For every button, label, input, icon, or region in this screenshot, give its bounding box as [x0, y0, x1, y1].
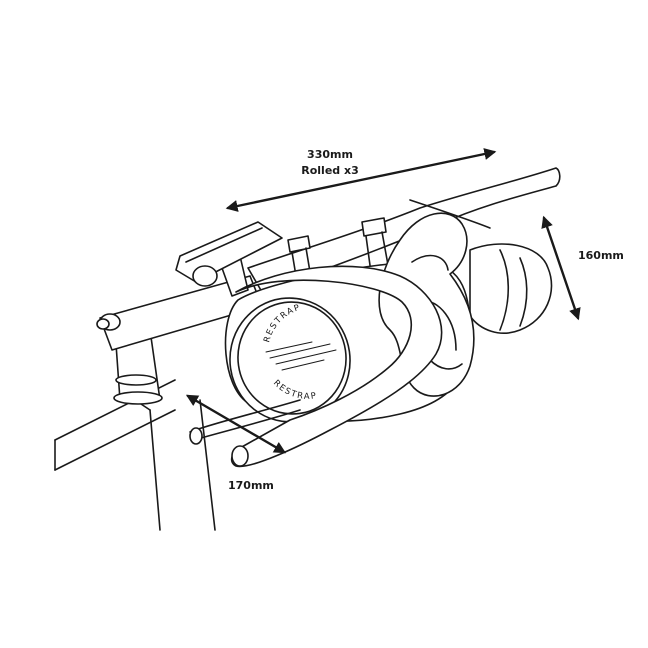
- dimension-depth: 170mm: [185, 394, 287, 492]
- computer-mount: [175, 221, 283, 297]
- dimension-height: 160mm: [541, 215, 624, 321]
- dimension-length: 330mm Rolled x3: [225, 148, 497, 212]
- dimension-height-label: 160mm: [578, 249, 624, 262]
- dimension-length-label: 330mm: [307, 148, 353, 161]
- bike-frame: [54, 329, 216, 531]
- stem: [96, 275, 263, 351]
- dimension-length-sublabel: Rolled x3: [301, 164, 358, 177]
- dimension-depth-label: 170mm: [228, 479, 274, 492]
